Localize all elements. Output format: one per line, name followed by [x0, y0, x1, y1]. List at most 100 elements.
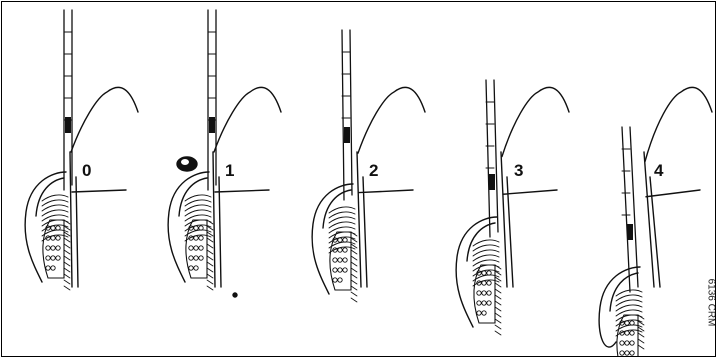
ligament-hatch: [207, 280, 213, 284]
probe-shaft-left: [342, 30, 344, 200]
gingival-line: [646, 190, 700, 197]
tooth-crown: [214, 87, 281, 152]
bone-trabecula: [56, 236, 60, 240]
bone-trabecula: [625, 331, 629, 335]
tooth-crown: [645, 87, 712, 161]
bone-trabecula: [338, 268, 342, 272]
bone-trabecula: [338, 258, 342, 262]
ligament-hatch: [64, 286, 70, 290]
bone-trabecula: [625, 321, 629, 325]
bone-trabecula: [482, 291, 486, 295]
speck: [233, 293, 237, 297]
probe-band: [489, 174, 495, 190]
ligament-hatch: [207, 250, 213, 254]
ligament-hatch: [351, 256, 357, 260]
ligament-hatch: [495, 319, 501, 323]
bone-trabecula: [56, 246, 60, 250]
ligament-hatch: [351, 262, 357, 266]
ligament-hatch: [64, 268, 70, 272]
ligament-hatch: [351, 274, 357, 278]
stage-label-4: 4: [654, 162, 663, 179]
root-surface: [644, 152, 654, 287]
bone-trabecula: [189, 266, 193, 270]
ligament-hatch: [64, 274, 70, 278]
probe-shaft-right: [494, 80, 498, 232]
ligament-hatch: [207, 256, 213, 260]
ligament-hatch: [207, 286, 213, 290]
bone-trabecula: [487, 281, 491, 285]
stage-label-3: 3: [514, 162, 523, 179]
ligament-hatch: [638, 333, 644, 337]
root-inner: [219, 177, 221, 287]
ligament-hatch: [207, 274, 213, 278]
root-surface: [501, 152, 507, 287]
probe-band: [209, 117, 215, 133]
bone-trabecula: [189, 256, 193, 260]
bone-trabecula: [477, 291, 481, 295]
bone-trabecula: [199, 256, 203, 260]
figure-code: 6136 CRM: [706, 279, 716, 327]
root-inner: [363, 177, 367, 287]
root-surface: [357, 152, 361, 287]
bone-trabecula: [51, 226, 55, 230]
calculus-highlight: [181, 159, 189, 165]
ligament-hatch: [495, 283, 501, 287]
bone-trabecula: [46, 266, 50, 270]
probe-band: [627, 224, 633, 240]
bone-trabecula: [56, 256, 60, 260]
root-inner: [650, 177, 660, 287]
ligament-hatch: [351, 280, 357, 284]
root-inner: [76, 177, 78, 287]
bone-trabecula: [343, 248, 347, 252]
ligament-hatch: [64, 280, 70, 284]
bone-trabecula: [620, 351, 624, 355]
gingival-line: [215, 190, 269, 192]
ligament-hatch: [495, 265, 501, 269]
tooth-crown: [502, 87, 569, 156]
ligament-hatch: [495, 331, 501, 335]
stage-drawing-4: [599, 87, 712, 357]
bone-trabecula: [199, 246, 203, 250]
probe-band: [65, 117, 71, 133]
stage-drawing-3: [456, 80, 569, 335]
ligament-hatch: [64, 244, 70, 248]
ligament-hatch: [638, 315, 644, 319]
bone-trabecula: [51, 236, 55, 240]
periodontal-probe: [342, 30, 352, 200]
bone-trabecula: [333, 268, 337, 272]
bone-trabecula: [338, 238, 342, 242]
stage-label-0: 0: [82, 162, 91, 179]
ligament-hatch: [64, 250, 70, 254]
stage-label-2: 2: [369, 162, 378, 179]
bone-trabecula: [51, 256, 55, 260]
bone-trabecula: [482, 311, 486, 315]
ligament-hatch: [351, 250, 357, 254]
bone-trabecula: [333, 258, 337, 262]
bone-trabecula: [477, 311, 481, 315]
ligament-hatch: [207, 244, 213, 248]
bone-trabecula: [625, 341, 629, 345]
bone-trabecula: [46, 256, 50, 260]
ligament-hatch: [64, 238, 70, 242]
bone-trabecula: [189, 246, 193, 250]
periodontal-probe: [208, 10, 216, 190]
bone-trabecula: [194, 256, 198, 260]
bone-trabecula: [194, 226, 198, 230]
ligament-hatch: [495, 307, 501, 311]
root-surface: [213, 152, 215, 287]
bone-trabecula: [482, 301, 486, 305]
stage-label-1: 1: [225, 162, 234, 179]
ligament-hatch: [495, 313, 501, 317]
bone-trabecula: [194, 246, 198, 250]
stage-drawing-0: [25, 10, 138, 290]
bone-trabecula: [620, 341, 624, 345]
bone-trabecula: [487, 291, 491, 295]
probe-band: [344, 127, 350, 143]
bone-trabecula: [625, 351, 629, 355]
bone-trabecula: [630, 331, 634, 335]
gingival-line: [359, 190, 413, 193]
bone-trabecula: [630, 341, 634, 345]
probe-shaft-left: [486, 80, 490, 237]
probe-shaft-right: [350, 30, 352, 195]
ligament-hatch: [64, 256, 70, 260]
